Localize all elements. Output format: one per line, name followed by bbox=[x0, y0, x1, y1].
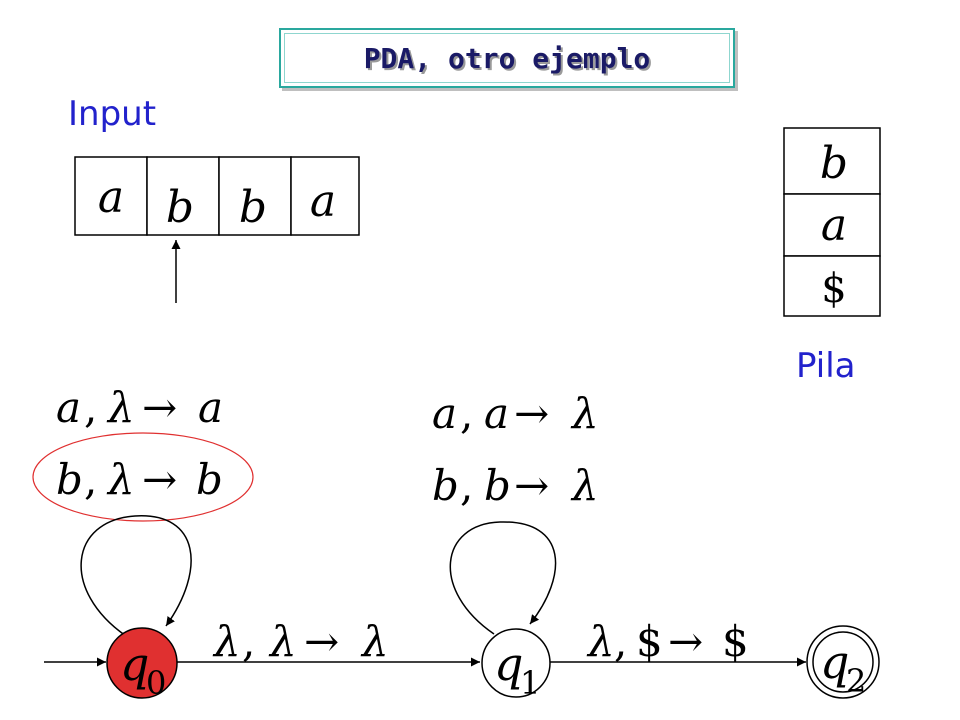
tape-symbol: b bbox=[166, 182, 194, 233]
q1-loop-label-2: b , b → λ bbox=[432, 461, 599, 510]
stack-symbol: a bbox=[821, 200, 847, 251]
edge-q0-q1-label: λ , λ → λ bbox=[212, 617, 389, 666]
svg-text:λ: λ bbox=[586, 617, 615, 666]
svg-text:→: → bbox=[514, 461, 549, 510]
stack-cell bbox=[783, 127, 881, 195]
svg-text:λ: λ bbox=[570, 461, 599, 510]
svg-text:,: , bbox=[460, 389, 473, 438]
svg-text:λ: λ bbox=[268, 617, 297, 666]
svg-text:→: → bbox=[668, 617, 703, 666]
svg-text:λ: λ bbox=[570, 389, 599, 438]
q0-loop-label-2: b , λ → b bbox=[56, 455, 223, 504]
svg-text:→: → bbox=[142, 455, 177, 504]
svg-text:→: → bbox=[514, 389, 549, 438]
svg-text:λ: λ bbox=[106, 455, 135, 504]
stack-label: Pila bbox=[796, 346, 856, 386]
stack: b a $ bbox=[783, 127, 881, 317]
tape-cell bbox=[218, 156, 292, 236]
state-q1: q 1 bbox=[481, 628, 551, 702]
tape-symbol: b bbox=[239, 182, 267, 233]
svg-text:b: b bbox=[432, 461, 459, 510]
input-label: Input bbox=[68, 94, 157, 134]
state-q2: q 2 bbox=[806, 625, 880, 700]
highlight-ellipse bbox=[32, 432, 254, 522]
tape-cell bbox=[146, 156, 220, 236]
svg-text:→: → bbox=[142, 383, 177, 432]
q1-self-loop bbox=[449, 521, 557, 635]
tape-symbol: a bbox=[98, 172, 124, 223]
q1-loop-label-1: a , a → λ bbox=[432, 389, 599, 438]
tape-symbol: a bbox=[310, 176, 336, 227]
svg-text:a: a bbox=[484, 389, 509, 438]
svg-text:λ: λ bbox=[360, 617, 389, 666]
svg-text:λ: λ bbox=[106, 383, 135, 432]
q0-loop-label-1: a , λ → a bbox=[56, 383, 223, 432]
svg-text:,: , bbox=[242, 617, 255, 666]
svg-text:λ: λ bbox=[212, 617, 241, 666]
svg-text:,: , bbox=[614, 617, 627, 666]
svg-text:a: a bbox=[56, 383, 81, 432]
svg-text:q: q bbox=[820, 635, 849, 689]
tape-cell bbox=[290, 156, 360, 236]
state-q0: q 0 bbox=[106, 627, 178, 702]
svg-text:,: , bbox=[84, 455, 97, 504]
title-box: PDA, otro ejemplo bbox=[279, 28, 735, 88]
svg-text:$: $ bbox=[722, 617, 749, 666]
svg-text:,: , bbox=[460, 461, 473, 510]
svg-text:b: b bbox=[484, 461, 511, 510]
svg-text:$: $ bbox=[636, 617, 663, 666]
svg-text:b: b bbox=[56, 455, 83, 504]
svg-text:q: q bbox=[120, 637, 149, 691]
svg-text:1: 1 bbox=[520, 664, 540, 702]
svg-text:a: a bbox=[432, 389, 457, 438]
svg-text:b: b bbox=[196, 455, 223, 504]
svg-text:,: , bbox=[84, 383, 97, 432]
svg-text:→: → bbox=[304, 617, 339, 666]
stack-cell bbox=[783, 255, 881, 317]
edge-q1-q2-label: λ , $ → $ bbox=[586, 617, 749, 666]
q0-self-loop bbox=[80, 515, 192, 637]
svg-text:0: 0 bbox=[146, 664, 166, 702]
stack-symbol: $ bbox=[821, 266, 846, 312]
svg-text:a: a bbox=[198, 383, 223, 432]
svg-text:2: 2 bbox=[846, 662, 866, 700]
stack-symbol: b bbox=[820, 138, 848, 189]
stack-cell bbox=[783, 193, 881, 257]
svg-text:q: q bbox=[494, 637, 523, 691]
input-tape: a b b a bbox=[74, 156, 360, 236]
